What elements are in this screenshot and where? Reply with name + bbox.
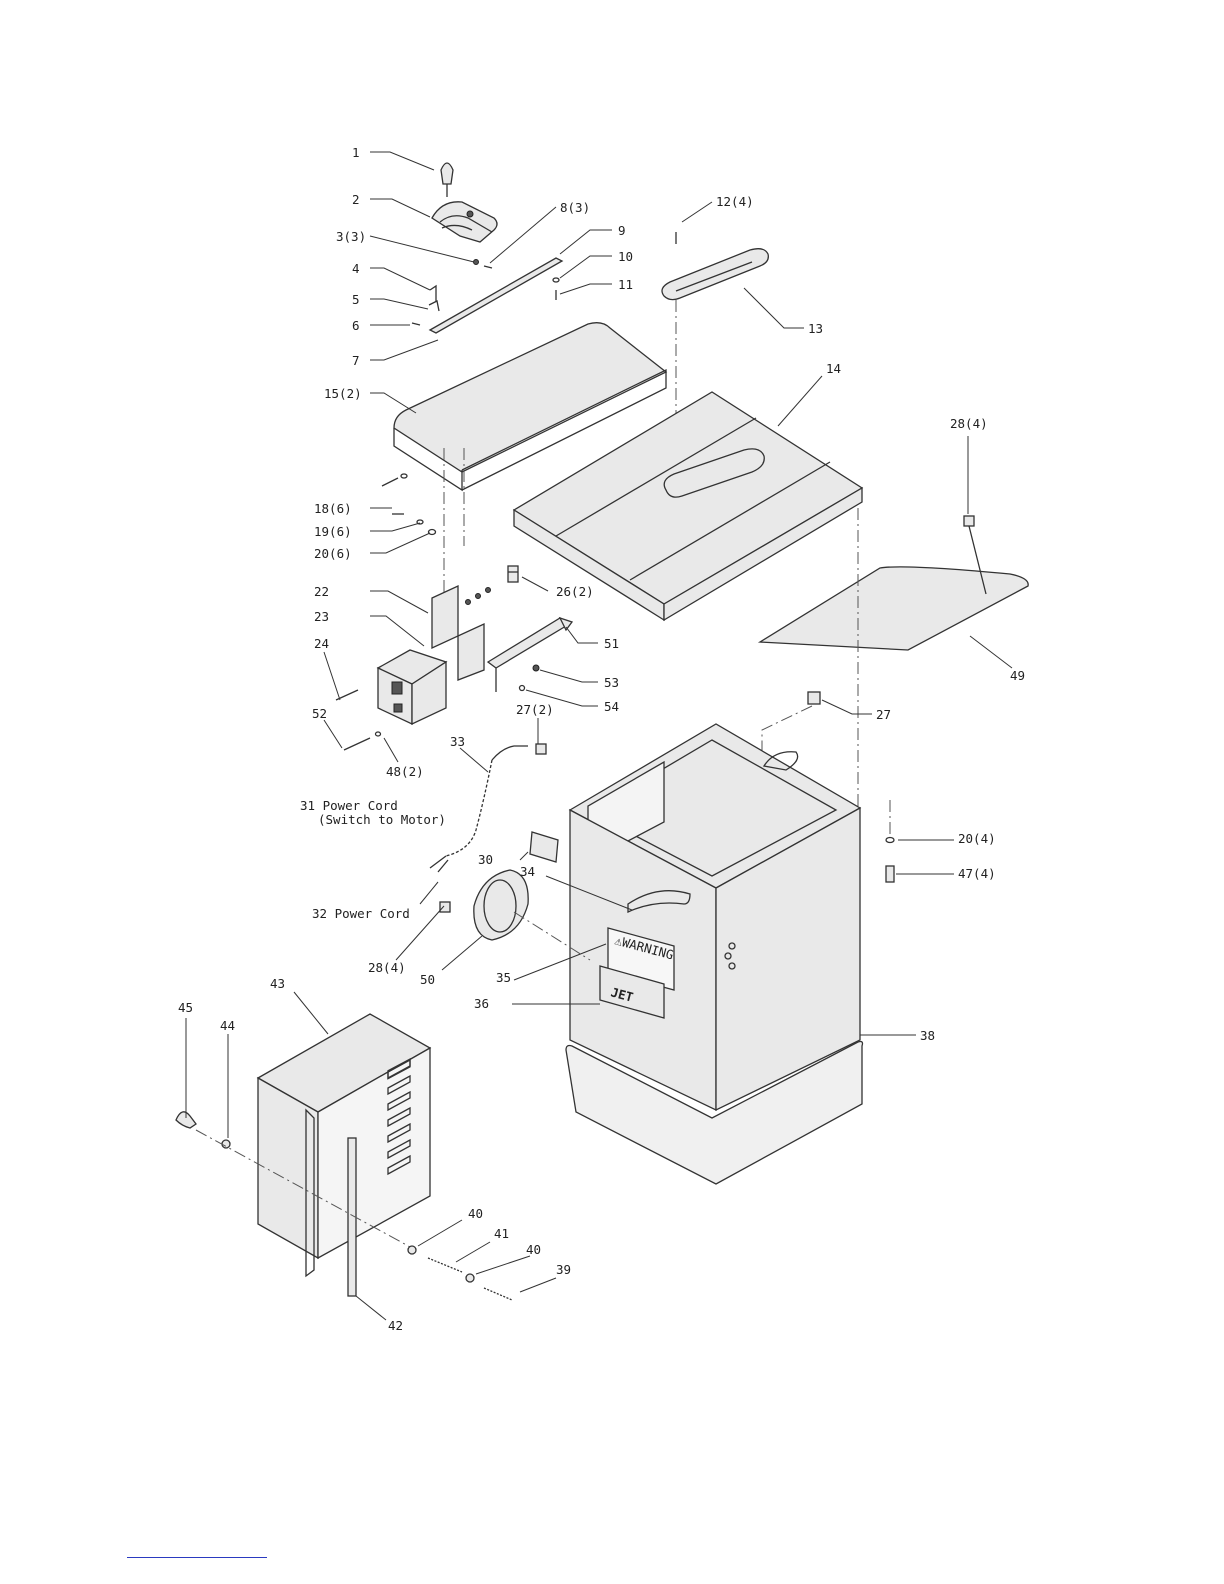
callout-24: 24 [314, 636, 329, 651]
callout-49: 49 [1010, 668, 1025, 683]
part-strain-relief [508, 566, 518, 582]
part-pin-6 [412, 323, 420, 325]
callout-12: 12(4) [716, 194, 754, 209]
callout-35: 35 [496, 970, 511, 985]
callout-28-top: 28(4) [950, 416, 988, 431]
part-motor-cover [258, 1014, 430, 1276]
callout-44: 44 [220, 1018, 235, 1033]
part-throat-plate [662, 249, 768, 300]
callout-31-note: (Switch to Motor) [318, 812, 446, 827]
part-screw-52 [344, 738, 370, 750]
part-bolt-47 [886, 866, 894, 882]
callout-2: 2 [352, 192, 360, 207]
callout-28-bottom: 28(4) [368, 960, 406, 975]
callout-18: 18(6) [314, 501, 352, 516]
footer-rule [127, 1557, 267, 1558]
callout-47: 47(4) [958, 866, 996, 881]
callout-20: 20(6) [314, 546, 352, 561]
callout-27: 27 [876, 707, 891, 722]
part-stop-rod [430, 286, 436, 302]
callout-9: 9 [618, 223, 626, 238]
part-washer-48 [376, 732, 381, 736]
callout-23: 23 [314, 609, 329, 624]
part-washer-20b [886, 838, 894, 843]
part-screw [474, 260, 479, 265]
callout-32: 32 Power Cord [312, 906, 410, 921]
callout-1: 1 [352, 145, 360, 160]
callout-3: 3(3) [336, 229, 366, 244]
callout-20-4: 20(4) [958, 831, 996, 846]
callout-13: 13 [808, 321, 823, 336]
callout-39: 39 [556, 1262, 571, 1277]
part-screw-28b [440, 902, 450, 912]
callout-40-b: 40 [526, 1242, 541, 1257]
part-fitting-27 [536, 744, 546, 754]
part-spring-41 [428, 1258, 462, 1272]
part-knob [441, 163, 453, 197]
part-pin [484, 266, 492, 268]
part-label-30 [530, 832, 558, 862]
part-bolt [382, 478, 398, 486]
callout-45: 45 [178, 1000, 193, 1015]
callout-41: 41 [494, 1226, 509, 1241]
callout-11: 11 [618, 277, 633, 292]
part-switch-box [378, 650, 446, 724]
part-stop-link [429, 301, 439, 311]
callout-38: 38 [920, 1028, 935, 1043]
part-nut-44 [222, 1140, 230, 1148]
part-fitting-27b [808, 692, 820, 704]
callout-27-2: 27(2) [516, 702, 554, 717]
callout-50: 50 [420, 972, 435, 987]
callout-10: 10 [618, 249, 633, 264]
callout-30: 30 [478, 852, 493, 867]
part-screw-head-28 [964, 516, 974, 526]
callout-19: 19(6) [314, 524, 352, 539]
part-washer-40b [466, 1274, 474, 1282]
part-dust-port [474, 870, 528, 940]
callout-22: 22 [314, 584, 329, 599]
callout-6: 6 [352, 318, 360, 333]
callout-52: 52 [312, 706, 327, 721]
callout-48: 48(2) [386, 764, 424, 779]
part-washer-40 [408, 1246, 416, 1254]
callout-51: 51 [604, 636, 619, 651]
part-bolt-39 [484, 1288, 512, 1300]
callout-53: 53 [604, 675, 619, 690]
part-miter-gauge-head [432, 202, 497, 242]
part-chip-deflector [760, 567, 1028, 650]
callout-43: 43 [270, 976, 285, 991]
callout-31: 31 Power Cord [300, 798, 398, 813]
callout-7: 7 [352, 353, 360, 368]
callout-54: 54 [604, 699, 619, 714]
part-miter-bar [430, 258, 562, 333]
part-nut-53 [533, 665, 539, 671]
callout-34: 34 [520, 864, 535, 879]
callout-42: 42 [388, 1318, 403, 1333]
callout-4: 4 [352, 261, 360, 276]
callout-36: 36 [474, 996, 489, 1011]
callout-14: 14 [826, 361, 841, 376]
callout-15: 15(2) [324, 386, 362, 401]
callout-26: 26(2) [556, 584, 594, 599]
callout-8: 8(3) [560, 200, 590, 215]
part-washer-54 [520, 686, 525, 691]
part-mount-bracket [488, 618, 572, 692]
callout-40-a: 40 [468, 1206, 483, 1221]
part-washer [401, 474, 407, 478]
part-washer [553, 278, 559, 282]
callout-5: 5 [352, 292, 360, 307]
callout-33: 33 [450, 734, 465, 749]
